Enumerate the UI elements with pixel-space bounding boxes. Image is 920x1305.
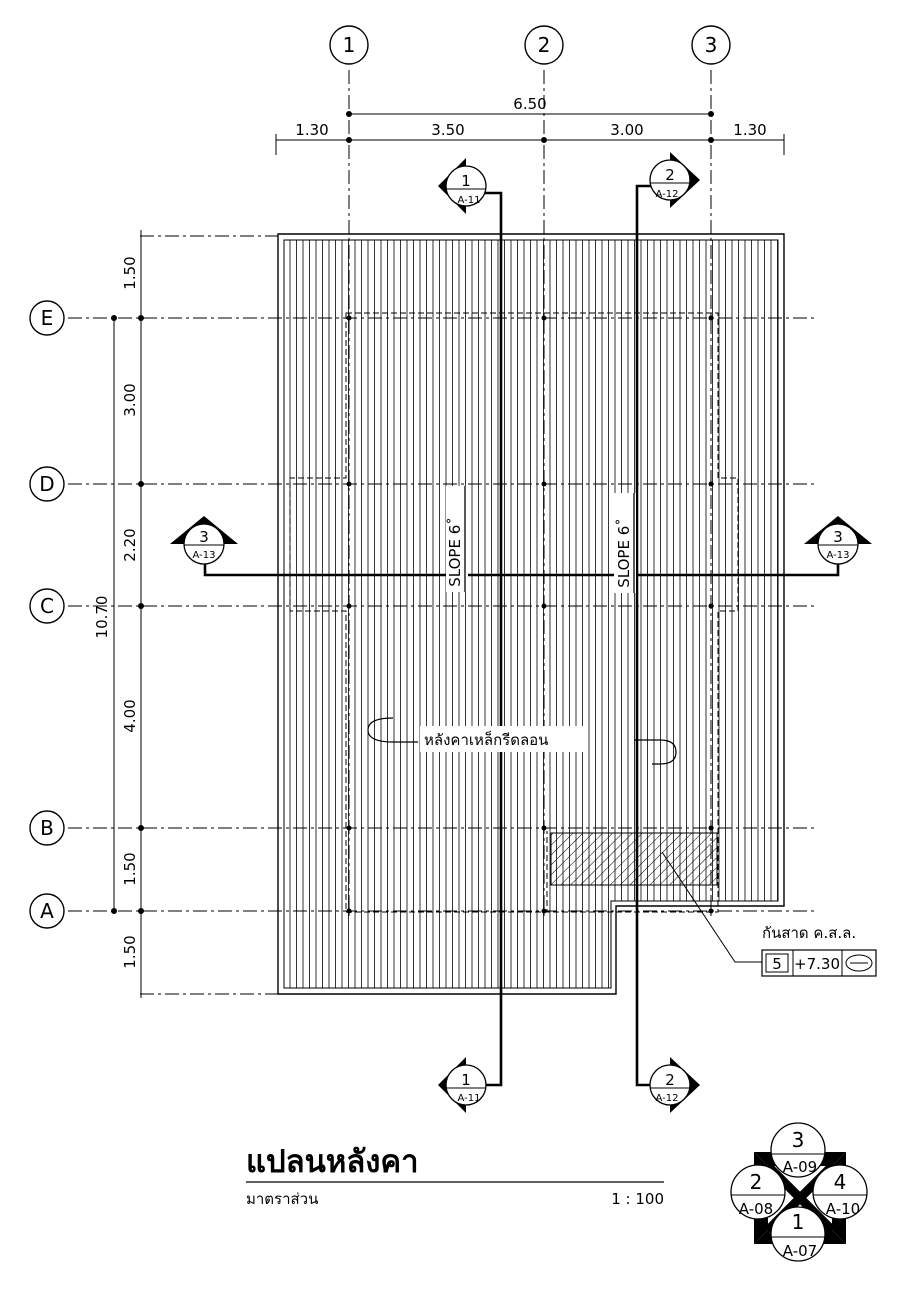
- row-label-a: A: [40, 899, 54, 923]
- section-marker-3-right: 3 A-13: [804, 516, 872, 565]
- key-left-number: 2: [750, 1170, 763, 1194]
- grid-intersection-dot: [708, 603, 714, 609]
- key-top-number: 3: [792, 1128, 805, 1152]
- top-dimensions: [275, 113, 785, 155]
- row-label-b: B: [40, 816, 54, 840]
- scale-label: มาตราส่วน: [246, 1190, 318, 1208]
- section-marker-2-top: 2 A-12: [649, 152, 700, 208]
- section-3-sheet-right: A-13: [827, 550, 850, 561]
- section-1-sheet-bottom: A-11: [458, 1093, 481, 1104]
- dim-top-seg-3: 3.00: [610, 121, 643, 139]
- row-label-e: E: [41, 306, 54, 330]
- dim-top-seg-2: 3.50: [431, 121, 464, 139]
- grid-intersection-dot: [708, 908, 714, 914]
- roof-outline-inner: [283, 239, 779, 989]
- canopy-tag: [761, 949, 877, 977]
- key-right-number: 4: [834, 1170, 847, 1194]
- section-marker-3-left: 3 A-13: [170, 516, 238, 565]
- grid-intersection-dot: [708, 481, 714, 487]
- roof-outline: [277, 233, 785, 995]
- key-left-sheet: A-08: [739, 1200, 773, 1218]
- section-marker-1-bottom: 1 A-11: [438, 1057, 487, 1113]
- section-marker-2-bottom: 2 A-12: [649, 1057, 700, 1113]
- grid-intersection-dot: [346, 908, 352, 914]
- grid-intersection-dot: [541, 825, 547, 831]
- dim-left-seg-5: 1.50: [121, 852, 139, 885]
- section-marker-1-top: 1 A-11: [438, 158, 487, 214]
- section-1-sheet-top: A-11: [458, 195, 481, 206]
- section-3-sheet-left: A-13: [193, 550, 216, 561]
- row-label-c: C: [40, 594, 54, 618]
- drawing-title: แปลนหลังคา: [246, 1144, 419, 1180]
- key-bottom-sheet: A-07: [783, 1242, 817, 1260]
- grid-intersection-dot: [541, 908, 547, 914]
- canopy-label: กันสาด ค.ส.ล.: [762, 924, 856, 942]
- dim-left-seg-2: 3.00: [121, 383, 139, 416]
- row-bubbles: E D C B A: [29, 300, 65, 929]
- dim-top-total: 6.50: [513, 95, 546, 113]
- section-2-sheet-top: A-12: [656, 189, 679, 200]
- dim-left-seg-1: 1.50: [121, 256, 139, 289]
- rc-canopy-hatch: [550, 832, 718, 886]
- key-top-sheet: A-09: [783, 1158, 817, 1176]
- canopy-code: 5: [772, 955, 782, 973]
- dim-left-seg-6: 1.50: [121, 935, 139, 968]
- elevation-key: 3 A-09 2 A-08 4 A-10 1 A-07: [730, 1122, 868, 1262]
- grid-intersection-dot: [346, 825, 352, 831]
- roof-material-note: หลังคาเหล็กรีดลอน: [424, 730, 548, 749]
- key-bottom-number: 1: [792, 1210, 805, 1234]
- row-label-d: D: [39, 472, 54, 496]
- canopy-level: +7.30: [794, 955, 840, 973]
- left-dimensions: [113, 230, 142, 998]
- section-3-number-left: 3: [199, 528, 209, 546]
- section-cut-lines: [203, 184, 840, 1087]
- dim-left-seg-3: 2.20: [121, 528, 139, 561]
- flow-arrows: [367, 717, 677, 765]
- grid-intersection-dot: [708, 825, 714, 831]
- grid-intersection-dot: [541, 481, 547, 487]
- grid-intersection-dot: [541, 315, 547, 321]
- dim-top-seg-1: 1.30: [295, 121, 328, 139]
- slope-right-text: SLOPE 6˚: [615, 518, 633, 588]
- grid-intersection-dot: [346, 603, 352, 609]
- column-label-1: 1: [343, 33, 356, 57]
- dim-left-total: 10.70: [93, 596, 111, 639]
- dim-top-seg-4: 1.30: [733, 121, 766, 139]
- grid-intersection-dot: [541, 603, 547, 609]
- scale-value: 1 : 100: [611, 1190, 664, 1208]
- corrugated-sheet-lines: [289, 240, 778, 988]
- section-1-number-top: 1: [461, 172, 471, 190]
- section-2-number-top: 2: [665, 166, 675, 184]
- slope-left: SLOPE 6˚: [446, 486, 468, 592]
- top-dimension-dots: [346, 111, 714, 143]
- dim-left-seg-4: 4.00: [121, 699, 139, 732]
- grid-intersection-dot: [346, 315, 352, 321]
- section-2-sheet-bottom: A-12: [656, 1093, 679, 1104]
- column-label-3: 3: [705, 33, 718, 57]
- slope-left-text: SLOPE 6˚: [446, 517, 464, 587]
- slope-right: SLOPE 6˚: [614, 493, 636, 593]
- wall-outline-dashed: [289, 312, 739, 913]
- column-bubbles: 1 2 3: [329, 25, 731, 65]
- grid-intersection-dots: [346, 315, 714, 914]
- section-2-number-bottom: 2: [665, 1071, 675, 1089]
- column-label-2: 2: [538, 33, 551, 57]
- canopy-leader: [661, 851, 762, 963]
- grid-intersection-dot: [708, 315, 714, 321]
- section-1-number-bottom: 1: [461, 1071, 471, 1089]
- key-right-sheet: A-10: [826, 1200, 860, 1218]
- grid-intersection-dot: [346, 481, 352, 487]
- grid-lines: [68, 70, 818, 995]
- left-dimension-dots: [111, 315, 144, 914]
- section-3-number-right: 3: [833, 528, 843, 546]
